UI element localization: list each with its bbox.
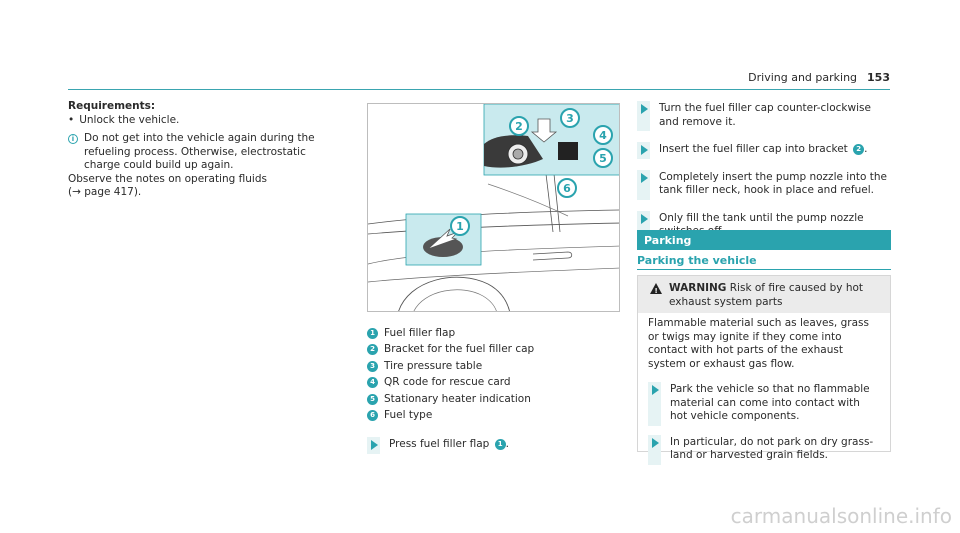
refuel-steps: Turn the fuel filler cap counter-clockwi… (637, 101, 891, 253)
ref-number: 2 (853, 143, 865, 155)
step-insert-nozzle: Completely insert the pump nozzle into t… (637, 169, 891, 200)
requirements-column: Requirements: • Unlock the vehicle. i Do… (68, 100, 340, 200)
legend-item: 6 Fuel type (367, 408, 617, 425)
header-section: Driving and parking (748, 71, 858, 84)
bullet-dot-icon: • (68, 113, 75, 126)
callout-4: 4 (599, 129, 607, 142)
step-remove-cap: Turn the fuel filler cap counter-clockwi… (637, 101, 891, 131)
step-arrow-icon (641, 104, 648, 114)
section-title-parking: Parking (637, 230, 891, 250)
warning-title: Risk of fire caused by hot exhaust syste… (669, 282, 864, 308)
step-arrow-icon (371, 440, 378, 450)
legend-label: Tire pressure table (384, 359, 483, 372)
legend-item: 2 Bracket for the fuel filler cap (367, 342, 617, 359)
info-note: i Do not get into the vehicle again duri… (68, 132, 340, 173)
callout-6: 6 (563, 182, 571, 195)
warning-triangle-icon: ! (650, 283, 662, 295)
legend-label: Fuel type (384, 409, 433, 421)
warning-step: In particular, do not park on dry grass-… (648, 434, 880, 465)
callout-1: 1 (456, 220, 464, 233)
warning-text: Flammable material such as leaves, grass… (648, 317, 869, 370)
step-arrow-icon (652, 437, 659, 448)
warning-step: Park the vehicle so that no flammable ma… (648, 382, 880, 426)
callout-2: 2 (515, 120, 523, 133)
info-note-text: Do not get into the vehicle again during… (84, 132, 315, 171)
callout-5: 5 (599, 152, 607, 165)
legend-label: Bracket for the fuel filler cap (384, 343, 535, 355)
warning-box: ! WARNING Risk of fire caused by hot exh… (637, 275, 891, 465)
legend-item: 4 QR code for rescue card (367, 375, 617, 392)
step-text: Completely insert the pump nozzle into t… (659, 170, 887, 197)
subsection-title: Parking the vehicle (637, 254, 891, 270)
legend-label: Stationary heater indication (384, 392, 531, 405)
step-arrow-icon (652, 385, 659, 395)
step-press-flap: Press fuel filler flap 1. (367, 437, 617, 454)
legend-number: 6 (367, 410, 378, 422)
watermark: carmanualsonline.info (730, 504, 952, 528)
fuel-filler-illustration: 2 3 4 5 6 1 (367, 103, 620, 312)
legend-item: 3 Tire pressure table (367, 358, 617, 375)
legend-label: QR code for rescue card (384, 376, 511, 388)
page-number: 153 (867, 71, 890, 84)
ref-number: 1 (494, 438, 506, 450)
step-text: Park the vehicle so that no flammable ma… (670, 383, 870, 422)
legend-number: 4 (367, 377, 378, 389)
observe-line-1: Observe the notes on operating fluids (68, 172, 267, 185)
figure-legend: 1 Fuel filler flap 2 Bracket for the fue… (367, 325, 617, 454)
legend-item: 5 Stationary heater indication (367, 391, 617, 408)
legend-item: 1 Fuel filler flap (367, 325, 617, 342)
info-icon: i (68, 134, 78, 144)
header-rule (68, 89, 890, 90)
legend-number: 3 (367, 360, 378, 372)
requirement-bullet: • Unlock the vehicle. (68, 114, 340, 128)
warning-label: WARNING (669, 282, 727, 294)
callout-markers: 2 3 4 5 6 1 (450, 108, 613, 236)
step-arrow-icon (641, 172, 648, 183)
step-arrow-icon (641, 213, 648, 224)
page-header: Driving and parking 153 (748, 71, 890, 84)
step-insert-cap: Insert the fuel filler cap into bracket … (637, 142, 891, 159)
step-text: Insert the fuel filler cap into bracket (659, 143, 848, 155)
requirements-title: Requirements: (68, 100, 156, 112)
car-illustration-svg: 2 3 4 5 6 1 (368, 104, 619, 311)
requirement-text: Unlock the vehicle. (79, 113, 180, 126)
step-arrow-icon (641, 145, 648, 155)
step-text: Press fuel filler flap (389, 438, 490, 450)
callout-3: 3 (566, 112, 574, 125)
legend-number: 2 (367, 344, 378, 356)
legend-number: 5 (367, 393, 378, 405)
step-text: In particular, do not park on dry grass-… (670, 435, 874, 462)
legend-number: 1 (367, 327, 378, 339)
step-text: Turn the fuel filler cap counter-clockwi… (659, 102, 871, 128)
legend-label: Fuel filler flap (384, 326, 456, 339)
warning-body: Flammable material such as leaves, grass… (638, 313, 890, 465)
warning-header: ! WARNING Risk of fire caused by hot exh… (638, 276, 890, 313)
observe-page-link[interactable]: (→ page 417). (68, 186, 142, 198)
